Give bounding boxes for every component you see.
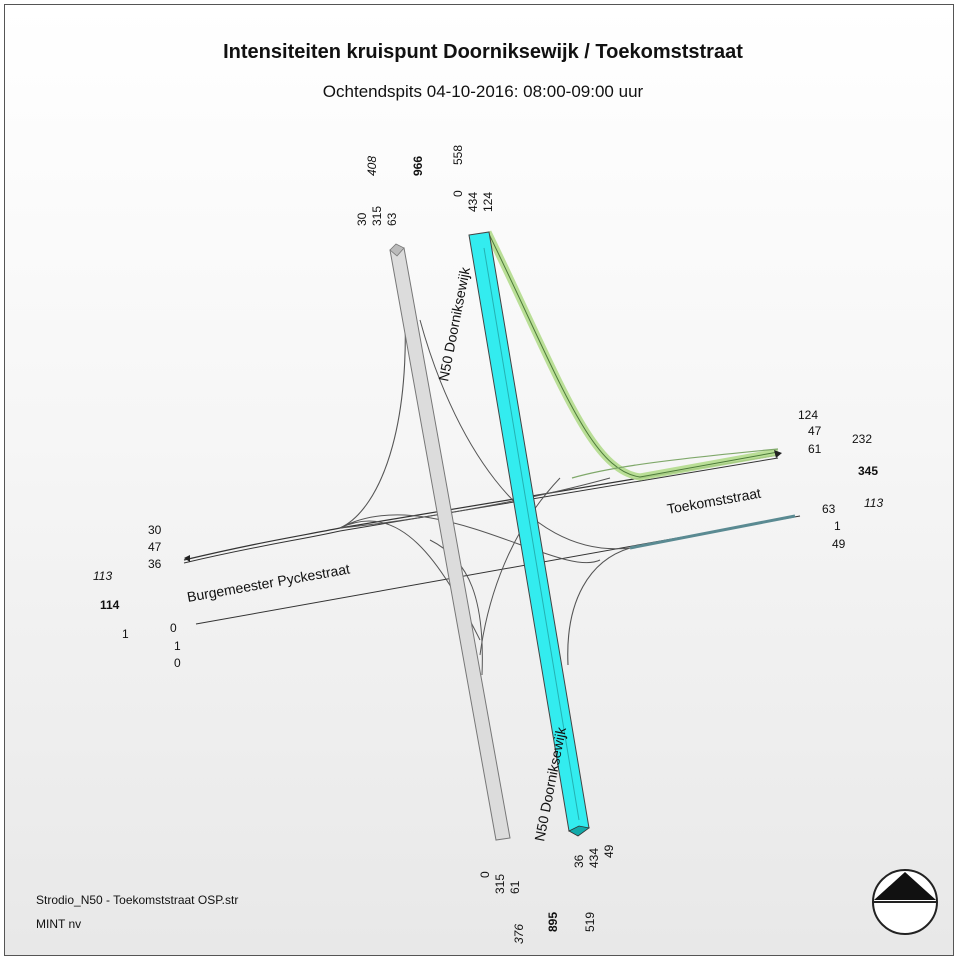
east-out-movement-1: 63 [822, 502, 836, 516]
east-in-flow-edge [487, 231, 779, 478]
turn-west-north-curve [339, 477, 611, 529]
north-out-movement-1: 0 [451, 190, 465, 197]
west-arm-upper-line-2 [183, 457, 779, 564]
south-out-movement-1: 36 [572, 854, 586, 868]
west-out-total: 1 [122, 627, 129, 641]
north-arrow-icon [872, 869, 938, 935]
west-out-movement-2: 1 [174, 639, 181, 653]
north-out-movement-2: 434 [466, 192, 480, 212]
turn-south-west-curve [429, 539, 483, 676]
road-label-west: Burgemeester Pyckestraat [186, 561, 351, 605]
diagram-frame [4, 4, 954, 956]
south-out-movement-3: 49 [602, 844, 616, 858]
road-label-east: Toekomststraat [666, 485, 762, 517]
east-out-movement-2: 1 [834, 519, 841, 533]
north-total: 966 [411, 156, 425, 176]
east-in-movement-3: 61 [808, 442, 822, 456]
turn-north-east-curve [419, 319, 631, 550]
turn-east-south-curve [567, 547, 631, 666]
page-title: Intensiteiten kruispunt Doorniksewijk / … [223, 41, 743, 63]
north-in-movement-2: 315 [370, 206, 384, 226]
south-out-total: 519 [583, 912, 597, 932]
east-out-movement-3: 49 [832, 537, 846, 551]
north-in-movement-3: 63 [385, 212, 399, 226]
turn-north-west-curve [339, 249, 406, 529]
footer-filename: Strodio_N50 - Toekomststraat OSP.str [36, 893, 238, 907]
east-in-flow-band [484, 230, 779, 481]
east-in-arrow-head [774, 450, 782, 458]
road-label-north: N50 Doorniksewijk [435, 265, 473, 383]
east-total: 345 [858, 464, 878, 478]
south-in-movement-2: 315 [493, 874, 507, 894]
west-arm-upper-line [183, 454, 779, 561]
page-subtitle: Ochtendspits 04-10-2016: 08:00-09:00 uur [323, 82, 644, 101]
east-in-movement-2: 47 [808, 424, 822, 438]
north-in-total: 408 [365, 156, 379, 176]
south-in-movement-1: 0 [478, 871, 492, 878]
west-in-movement-3: 36 [148, 557, 162, 571]
grey-band-arrow-head [389, 243, 405, 257]
footer-company: MINT nv [36, 917, 81, 931]
north-out-movement-3: 124 [481, 192, 495, 212]
south-out-movement-2: 434 [587, 848, 601, 868]
turn-west-east-curve [339, 514, 601, 564]
west-in-total: 113 [93, 569, 112, 583]
east-out-flow-band [629, 514, 796, 550]
east-out-total: 113 [864, 496, 883, 510]
east-flow-curve-a [571, 448, 779, 479]
west-in-movement-2: 47 [148, 540, 162, 554]
south-in-movement-3: 61 [508, 880, 522, 894]
south-in-total: 376 [512, 924, 526, 944]
cyan-band-center-line [483, 247, 580, 821]
east-in-total: 232 [852, 432, 872, 446]
west-out-movement-1: 0 [170, 621, 177, 635]
south-total: 895 [546, 912, 560, 932]
west-total: 114 [100, 598, 120, 612]
west-arrow-head [184, 555, 190, 562]
west-out-movement-3: 0 [174, 656, 181, 670]
north-out-total: 558 [451, 145, 465, 165]
north-in-movement-1: 30 [355, 212, 369, 226]
west-in-movement-1: 30 [148, 523, 162, 537]
cyan-band-arrow-head [568, 825, 590, 837]
east-in-movement-1: 124 [798, 408, 818, 422]
